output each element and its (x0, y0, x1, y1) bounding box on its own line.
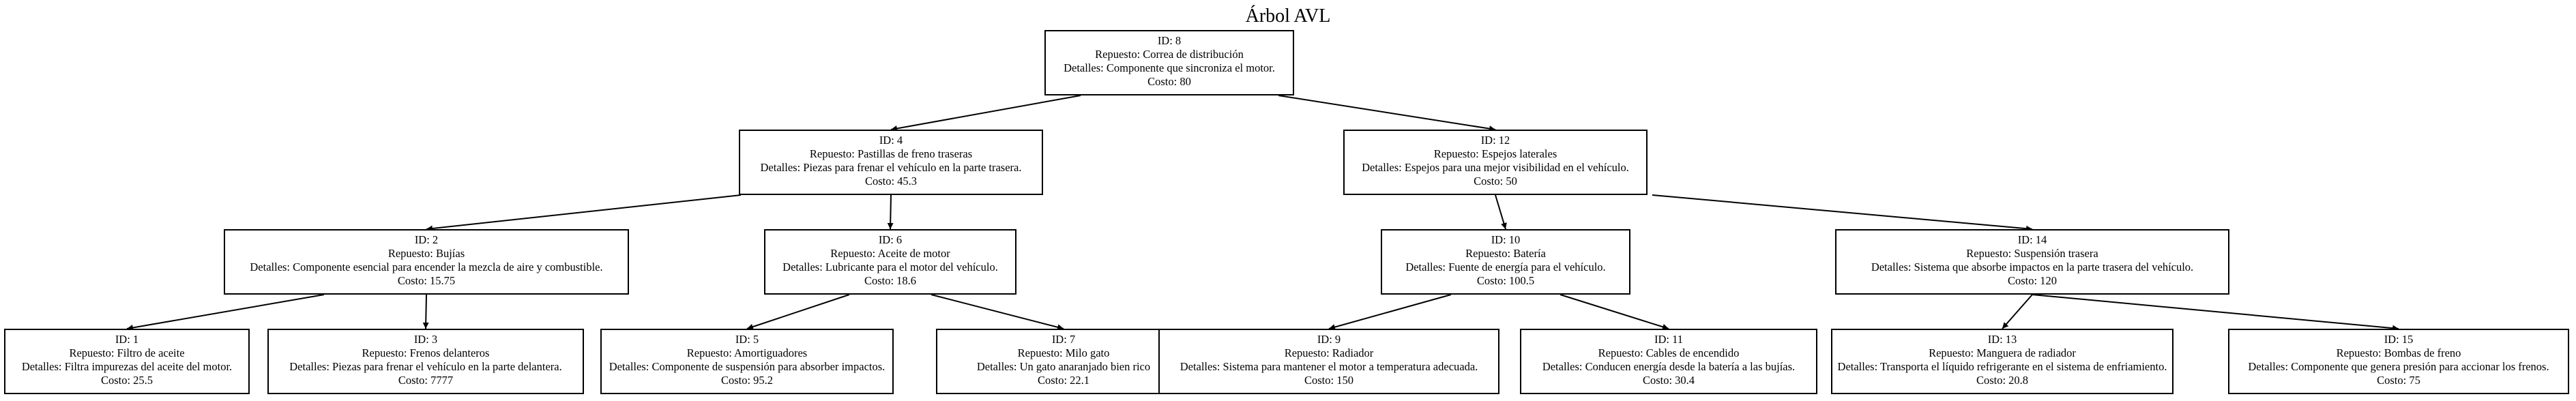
node-cost: Costo: 18.6 (864, 274, 917, 287)
node-details: Detalles: Componente que genera presión … (2248, 360, 2549, 373)
node-details: Detalles: Componente que sincroniza el m… (1064, 61, 1275, 74)
node-cost: Costo: 30.4 (1642, 374, 1695, 387)
edge-14-15 (2032, 294, 2399, 331)
node-part: Repuesto: Manguera de radiador (1929, 346, 2076, 359)
node-cost: Costo: 20.8 (1976, 374, 2029, 387)
node-details: Detalles: Componente esencial para encen… (250, 261, 603, 273)
edge-8-4 (890, 95, 1081, 132)
node-id: ID: 14 (2017, 233, 2047, 246)
node-cost: Costo: 50 (1474, 175, 1517, 188)
node-cost: Costo: 150 (1304, 374, 1353, 387)
node-part: Repuesto: Filtro de aceite (69, 346, 185, 359)
node-details: Detalles: Lubricante para el motor del v… (782, 261, 998, 273)
node-part: Repuesto: Espejos laterales (1433, 147, 1557, 160)
node-id: ID: 11 (1654, 333, 1683, 346)
node-details: Detalles: Conducen energía desde la bate… (1542, 360, 1796, 373)
node-details: Detalles: Filtra impurezas del aceite de… (21, 360, 233, 373)
node-id: ID: 6 (878, 233, 903, 246)
node-part: Repuesto: Milo gato (1017, 346, 1110, 359)
node-id: ID: 7 (1051, 333, 1076, 346)
node-part: Repuesto: Cables de encendido (1598, 346, 1740, 359)
edge-12-10 (1495, 194, 1507, 230)
node-cost: Costo: 45.3 (864, 175, 918, 188)
diagram-title: Árbol AVL (1245, 5, 1331, 27)
node-details: Detalles: Piezas para frenar el vehículo… (289, 360, 562, 373)
node-id: ID: 1 (115, 333, 139, 346)
node-part: Repuesto: Bujías (387, 247, 465, 260)
node-cost: Costo: 15.75 (397, 274, 456, 287)
node-id: ID: 8 (1157, 34, 1182, 47)
node-part: Repuesto: Aceite de motor (830, 247, 950, 260)
node-part: Repuesto: Correa de distribución (1095, 48, 1244, 61)
node-id: ID: 3 (413, 333, 438, 346)
node-cost: Costo: 100.5 (1476, 274, 1535, 287)
node-id: ID: 10 (1491, 233, 1521, 246)
node-part: Repuesto: Pastillas de freno traseras (809, 147, 973, 160)
edge-10-11 (1560, 294, 1669, 330)
node-details: Detalles: Fuente de energía para el vehí… (1405, 261, 1606, 273)
node-id: ID: 2 (414, 233, 439, 246)
edge-2-1 (126, 294, 325, 331)
node-id: ID: 5 (735, 333, 759, 346)
node-part: Repuesto: Bombas de freno (2336, 346, 2461, 359)
node-cost: Costo: 25.5 (100, 374, 153, 387)
node-cost: Costo: 95.2 (720, 374, 774, 387)
node-id: ID: 4 (879, 134, 903, 147)
node-details: Detalles: Sistema que absorbe impactos e… (1871, 261, 2194, 273)
node-details: Detalles: Un gato anaranjado bien rico (976, 360, 1151, 373)
node-part: Repuesto: Radiador (1284, 346, 1374, 359)
edge-4-2 (426, 194, 742, 232)
node-details: Detalles: Sistema para mantener el motor… (1180, 360, 1478, 373)
node-id: ID: 9 (1317, 333, 1341, 346)
node-details: Detalles: Transporta el líquido refriger… (1837, 360, 2167, 373)
edge-12-14 (1652, 194, 2033, 232)
node-details: Detalles: Piezas para frenar el vehículo… (760, 161, 1022, 174)
node-details: Detalles: Componente de suspensión para … (609, 360, 886, 373)
node-cost: Costo: 80 (1147, 75, 1191, 88)
edge-10-9 (1328, 294, 1452, 330)
node-cost: Costo: 75 (2377, 374, 2420, 387)
edge-4-6 (887, 194, 894, 230)
edge-14-13 (2002, 294, 2033, 329)
node-cost: Costo: 22.1 (1037, 374, 1090, 387)
node-cost: Costo: 120 (2008, 274, 2057, 287)
edge-6-7 (931, 294, 1064, 331)
node-part: Repuesto: Amortiguadores (686, 346, 808, 359)
node-id: ID: 13 (1987, 333, 2017, 346)
node-details: Detalles: Espejos para una mejor visibil… (1362, 161, 1629, 174)
edge-8-12 (1278, 95, 1496, 132)
node-part: Repuesto: Suspensión trasera (1966, 247, 2098, 260)
edge-6-5 (746, 294, 850, 330)
node-id: ID: 12 (1480, 134, 1510, 147)
node-id: ID: 15 (2384, 333, 2414, 346)
node-part: Repuesto: Frenos delanteros (362, 346, 490, 359)
node-part: Repuesto: Batería (1465, 247, 1546, 260)
node-cost: Costo: 7777 (398, 374, 454, 387)
